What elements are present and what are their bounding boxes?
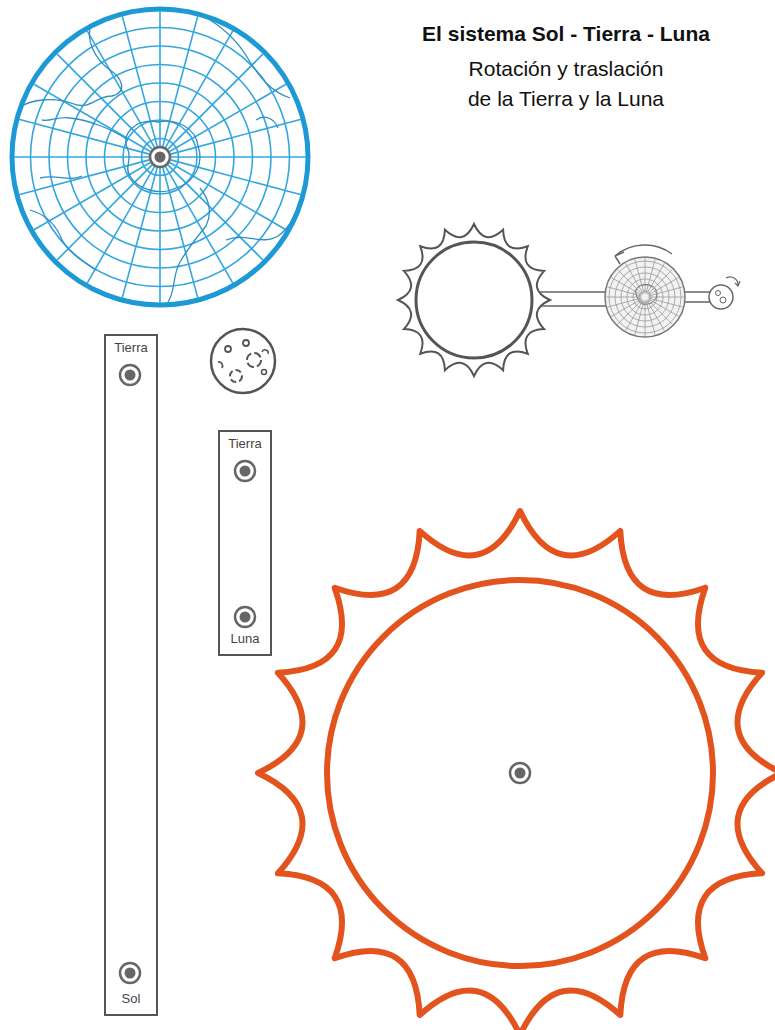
diagram-title: El sistema Sol - Tierra - Luna	[422, 22, 710, 46]
strip-label: Tierra	[106, 340, 156, 355]
subtitle: Rotación y traslación de la Tierra y la …	[460, 54, 672, 114]
sun-disc	[258, 511, 775, 1030]
strip-piece: TierraLuna	[218, 430, 272, 656]
strip-label: Luna	[220, 631, 270, 646]
strip-piece: TierraSol	[104, 334, 158, 1016]
strip-label: Tierra	[220, 436, 270, 451]
moon-disc	[211, 329, 275, 393]
strip-label: Sol	[106, 991, 156, 1006]
strip-holes	[120, 365, 255, 983]
system-sketch	[398, 224, 740, 376]
earth-globe	[10, 7, 310, 307]
